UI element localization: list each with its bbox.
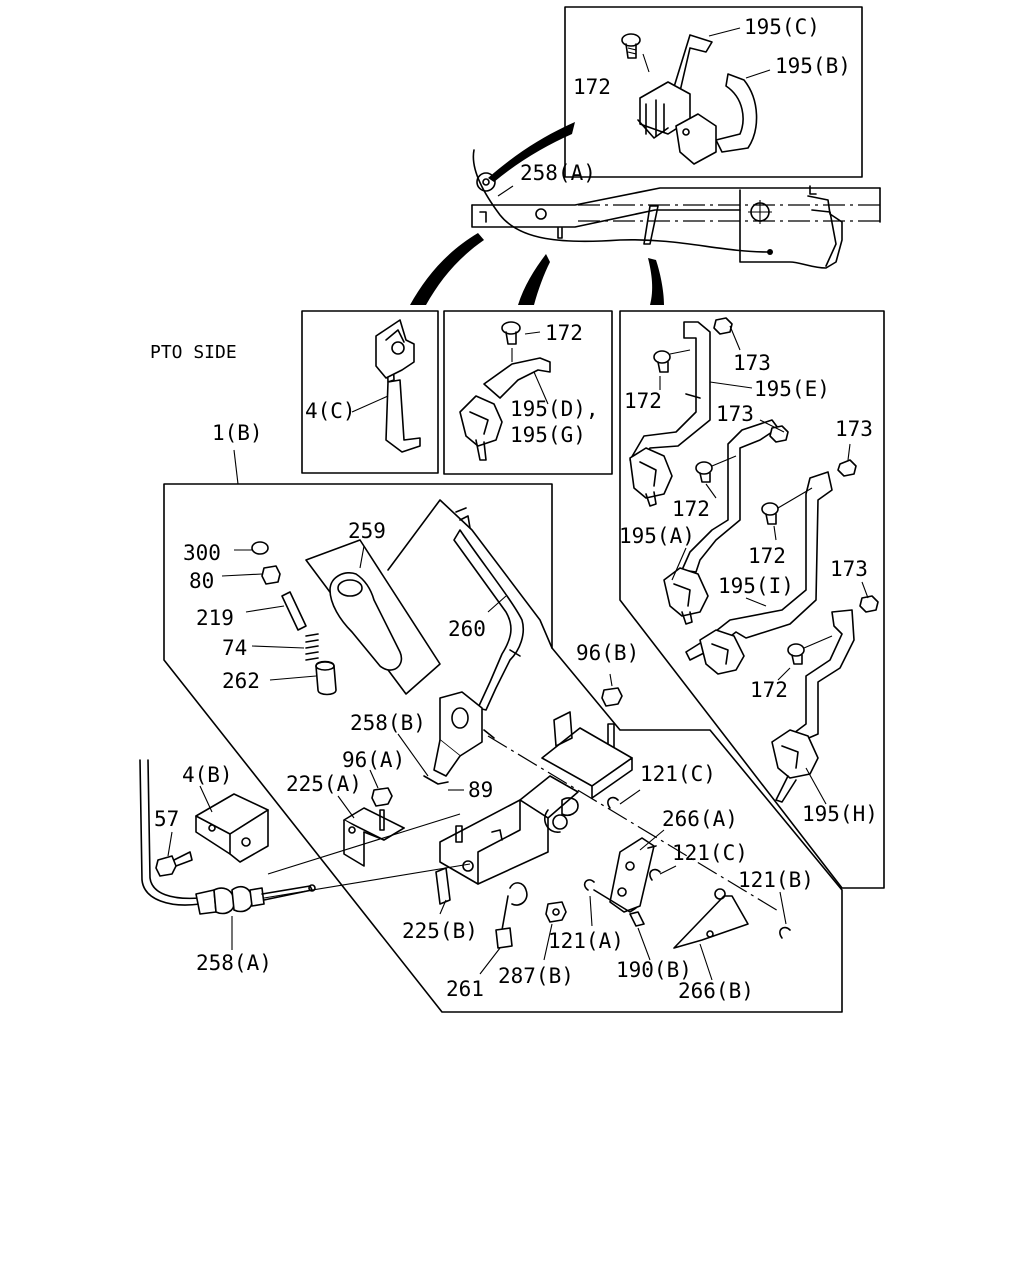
label-172-mid: 172 xyxy=(545,321,583,345)
bolt-172-mid xyxy=(501,321,521,362)
inset-right-brackets: 173 172 195(E) 173 173 172 195(A) 172 19… xyxy=(619,310,885,889)
label-259: 259 xyxy=(348,519,386,543)
label-74: 74 xyxy=(222,636,247,660)
part-74-spring xyxy=(251,633,319,661)
inset-top-frame xyxy=(564,6,863,178)
part-121c-clip-b xyxy=(649,865,677,881)
bracket-195b xyxy=(715,73,758,153)
label-258a-top: 258(A) xyxy=(520,161,596,185)
label-190b: 190(B) xyxy=(616,958,692,982)
label-195b: 195(B) xyxy=(775,54,851,78)
callout-wedge-195e xyxy=(648,258,664,305)
inset-4c: 4(C) xyxy=(301,310,439,474)
label-260: 260 xyxy=(448,617,486,641)
label-195e: 195(E) xyxy=(754,377,830,401)
label-300: 300 xyxy=(183,541,221,565)
label-173-b: 173 xyxy=(716,402,754,426)
label-262: 262 xyxy=(222,669,260,693)
label-258a-bottom: 258(A) xyxy=(196,951,272,975)
label-225a: 225(A) xyxy=(286,772,362,796)
label-287b: 287(B) xyxy=(498,964,574,988)
label-219: 219 xyxy=(196,606,234,630)
label-266a: 266(A) xyxy=(662,807,738,831)
label-195c: 195(C) xyxy=(744,15,820,39)
inset-right-frame xyxy=(619,310,885,889)
label-173-d: 173 xyxy=(830,557,868,581)
part-260-cable xyxy=(387,499,553,711)
label-266b: 266(B) xyxy=(678,979,754,1003)
label-121c-b: 121(C) xyxy=(672,841,748,865)
label-121a: 121(A) xyxy=(548,929,624,953)
part-259-knob xyxy=(305,539,441,695)
part-287b-nut xyxy=(543,901,567,961)
part-121a-clip xyxy=(583,879,595,927)
part-225a-bracket xyxy=(337,769,405,867)
inset-4c-frame xyxy=(301,310,439,474)
inset-top-brackets: 195(C) 172 195(B) xyxy=(564,6,863,178)
main-assembly-frame xyxy=(163,483,843,1013)
label-195d: 195(D), xyxy=(510,397,599,421)
part-121b-clip xyxy=(779,891,791,939)
part-262-bushing xyxy=(269,660,337,696)
label-96a: 96(A) xyxy=(342,748,405,772)
main-bracket xyxy=(435,711,633,905)
label-57: 57 xyxy=(154,807,179,831)
label-121b: 121(B) xyxy=(738,868,814,892)
label-195i: 195(I) xyxy=(718,574,794,598)
part-266a-lever xyxy=(609,829,665,913)
callout-wedge-top xyxy=(488,122,575,182)
label-172-top: 172 xyxy=(573,75,611,99)
label-173-a: 173 xyxy=(733,351,771,375)
label-172-c: 172 xyxy=(748,544,786,568)
part-4b-bracket: 4(B) xyxy=(182,763,461,875)
part-219-pin xyxy=(245,591,307,631)
part-80-nut xyxy=(221,565,281,585)
label-195h: 195(H) xyxy=(802,802,878,826)
label-172-a: 172 xyxy=(624,389,662,413)
part-258b-lever xyxy=(397,691,495,791)
part-121c-clip-a xyxy=(607,789,641,809)
inset-195dg-frame xyxy=(443,310,613,475)
label-172-b: 172 xyxy=(672,497,710,521)
label-89: 89 xyxy=(468,778,493,802)
part-190b-rod xyxy=(593,889,651,961)
label-225b: 225(B) xyxy=(402,919,478,943)
part-261-harness xyxy=(479,882,528,975)
part-57-bolt: 57 xyxy=(154,807,193,877)
label-121c-a: 121(C) xyxy=(640,762,716,786)
control-cable-258a: 258(A) xyxy=(139,759,471,975)
callout-wedge-195dg xyxy=(518,254,550,305)
label-80: 80 xyxy=(189,569,214,593)
chassis-frame: 258(A) xyxy=(471,149,881,269)
label-195g: 195(G) xyxy=(510,423,586,447)
part-300-cap xyxy=(234,541,269,555)
label-173-c: 173 xyxy=(835,417,873,441)
label-258b: 258(B) xyxy=(350,711,426,735)
label-4c: 4(C) xyxy=(305,399,356,423)
bolt-172-top xyxy=(621,33,641,59)
label-261: 261 xyxy=(446,977,484,1001)
main-shaft-axis xyxy=(487,735,781,913)
label-195a: 195(A) xyxy=(619,524,695,548)
part-266b-plate xyxy=(673,888,749,981)
inset-195d-195g: 172 195(D), 195(G) xyxy=(443,310,613,475)
main-assembly: 1(B) xyxy=(163,421,843,1013)
callout-wedge-4c xyxy=(410,233,484,305)
label-4b: 4(B) xyxy=(182,763,233,787)
label-1b: 1(B) xyxy=(212,421,263,445)
label-96b: 96(B) xyxy=(576,641,639,665)
label-172-d: 172 xyxy=(750,678,788,702)
pto-side-note: PTO SIDE xyxy=(150,342,237,363)
